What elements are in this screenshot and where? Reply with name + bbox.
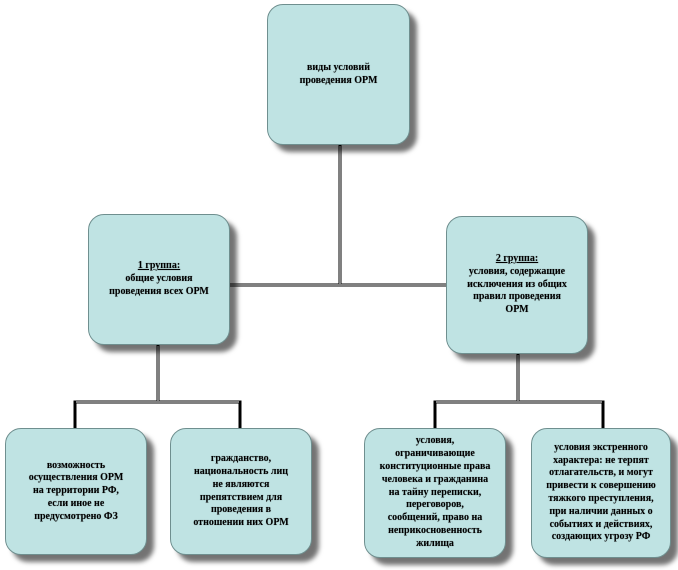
leaf2-node: гражданство, национальность лиц не являю… [170, 428, 312, 555]
group2-heading: 2 группа: [495, 253, 539, 264]
leaf3-line-8: неприкосновенность [388, 524, 482, 536]
leaf4-line-3: отлагательств, и могут [549, 467, 653, 479]
group2-node: 2 группа: условия, содержащие исключения… [446, 216, 588, 354]
leaf3-line-1: условия, [415, 435, 455, 447]
group2-line-4: ОРМ [505, 304, 529, 316]
leaf2-line-5: проведения в [210, 504, 272, 516]
group2-line-1: условия, содержащие [468, 265, 566, 277]
root-line-1: виды условий [307, 61, 370, 73]
leaf4-line-4: привести к совершению [546, 480, 656, 492]
group1-node-text: 1 группа: общие условия проведения всех … [109, 260, 209, 298]
leaf2-line-1: гражданство, [210, 453, 272, 465]
leaf3-line-6: переговоров, [406, 499, 464, 511]
leaf3-line-7: сообщений, право на [387, 512, 483, 524]
group1-heading: 1 группа: [137, 260, 181, 272]
group1-line-1: общие условия [125, 273, 193, 285]
leaf3-line-2: ограничивающие [395, 448, 475, 460]
leaf4-node: условия экстренного характера: не терпят… [531, 428, 671, 558]
group1-line-2: проведения всех ОРМ [109, 285, 209, 297]
leaf4-line-6: при наличии данных о [549, 505, 653, 517]
leaf4-line-8: создающих угрозу РФ [551, 531, 651, 543]
group2-line-3: правил проведения [473, 291, 561, 303]
leaf2-line-4: препятствием для [199, 491, 283, 503]
group1-node: 1 группа: общие условия проведения всех … [88, 214, 230, 345]
leaf4-line-2: характера: не терпят [553, 454, 649, 466]
leaf2-line-3: не являются [212, 478, 270, 490]
leaf1-line-4: если иное не [47, 497, 105, 509]
leaf4-line-1: условия экстренного [554, 441, 648, 453]
root-line-2: проведения ОРМ [299, 74, 378, 86]
leaf3-line-4: человека и гражданина [381, 473, 489, 485]
leaf1-line-1: возможность [46, 459, 106, 471]
leaf1-node: возможность осуществления ОРМ на террито… [5, 428, 147, 555]
leaf1-line-5: предусмотрено ФЗ [34, 510, 118, 522]
leaf2-line-6: отношении них ОРМ [193, 517, 289, 529]
leaf3-line-3: конституционные права [379, 461, 491, 472]
leaf2-line-2: национальность лиц [193, 465, 289, 477]
root-node: виды условий проведения ОРМ [267, 4, 410, 145]
leaf1-node-text: возможность осуществления ОРМ на террито… [29, 460, 124, 524]
leaf3-node: условия, ограничивающие конституционные … [364, 428, 506, 558]
leaf1-line-3: на территории РФ, [33, 485, 119, 497]
leaf1-line-2: осуществления ОРМ [28, 472, 124, 484]
leaf3-line-9: жилища [416, 537, 454, 549]
group2-node-text: 2 группа: условия, содержащие исключения… [467, 253, 567, 317]
leaf3-node-text: условия, ограничивающие конституционные … [380, 435, 491, 550]
leaf4-line-5: тяжкого преступления, [548, 493, 654, 504]
root-node-text: виды условий проведения ОРМ [300, 62, 378, 88]
leaf4-line-7: событиях и действиях, [549, 518, 653, 530]
leaf3-line-5: на тайну переписки, [388, 486, 482, 498]
leaf2-node-text: гражданство, национальность лиц не являю… [193, 453, 288, 530]
group2-line-2: исключения из общих [467, 278, 567, 290]
leaf4-node-text: условия экстренного характера: не терпят… [546, 442, 656, 544]
